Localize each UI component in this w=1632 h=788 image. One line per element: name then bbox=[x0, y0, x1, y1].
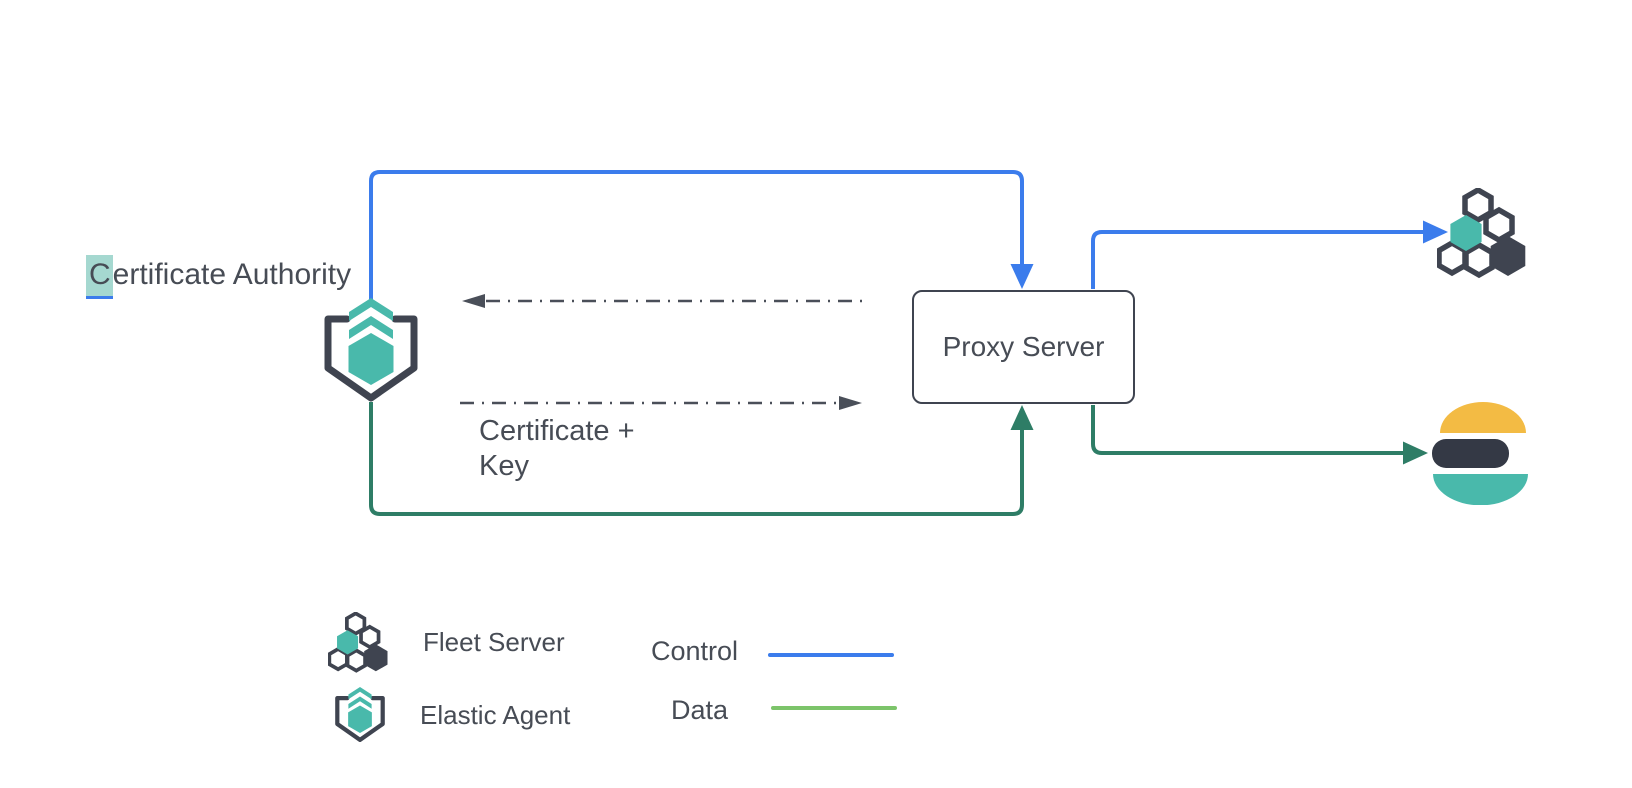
control-line-path bbox=[369, 170, 1024, 303]
arrowhead-up-icon bbox=[1010, 405, 1034, 430]
fleet-server-icon[interactable] bbox=[1437, 188, 1529, 280]
data-line-path bbox=[1091, 405, 1404, 455]
dashed-arrow-certificate-key-to-proxy[interactable] bbox=[460, 396, 862, 410]
fleet-hex-teal bbox=[1450, 215, 1482, 251]
agent-inner-hexagon bbox=[348, 333, 394, 385]
elasticsearch-top-dome bbox=[1440, 402, 1526, 433]
legend-control-line-swatch[interactable] bbox=[768, 653, 894, 657]
fleet-hex-dark bbox=[1490, 236, 1526, 276]
elasticsearch-logo[interactable] bbox=[1432, 402, 1528, 505]
fleet-hex-outline-bottom-center bbox=[345, 648, 367, 673]
arrowhead-right-icon bbox=[839, 396, 862, 410]
arrowhead-down-icon bbox=[1010, 264, 1034, 289]
legend-elastic-agent-icon[interactable] bbox=[332, 686, 388, 743]
certificate-key-line2: Key bbox=[479, 450, 529, 482]
control-line-agent-to-proxy[interactable] bbox=[369, 170, 1034, 303]
certificate-key-line1: Certificate + bbox=[479, 415, 635, 447]
legend-fleet-server-icon[interactable] bbox=[328, 612, 390, 674]
control-line-path bbox=[1091, 230, 1424, 289]
dashed-arrow-proxy-to-agent[interactable] bbox=[462, 294, 862, 308]
legend-elastic-agent-label: Elastic Agent bbox=[420, 700, 571, 730]
legend-data-label: Data bbox=[671, 695, 729, 725]
fleet-hex-dark bbox=[364, 644, 388, 672]
agent-inner-hexagon bbox=[348, 705, 372, 733]
arrowhead-right-icon bbox=[1403, 441, 1428, 465]
fleet-hex-outline-top bbox=[345, 612, 367, 636]
fleet-hex-outline-bottom-center bbox=[1463, 241, 1495, 279]
certificate-key-label[interactable]: Certificate + Key bbox=[479, 414, 635, 484]
control-line-proxy-to-fleet-server[interactable] bbox=[1091, 220, 1448, 290]
fleet-hex-outline-top bbox=[1462, 188, 1494, 224]
fleet-hex-outline-right bbox=[359, 624, 381, 650]
arrowhead-left-icon bbox=[462, 294, 485, 308]
fleet-hex-outline-right bbox=[1483, 206, 1515, 244]
agent-chevron-bottom bbox=[348, 696, 372, 709]
elasticsearch-middle-bar bbox=[1432, 439, 1509, 468]
elasticsearch-bottom-dome bbox=[1433, 474, 1528, 505]
elastic-agent-icon[interactable] bbox=[318, 296, 424, 404]
data-line-proxy-to-elasticsearch[interactable] bbox=[1091, 405, 1428, 465]
proxy-server-label: Proxy Server bbox=[942, 331, 1105, 362]
agent-hexagon-bracket bbox=[335, 696, 385, 742]
arrowhead-right-icon bbox=[1423, 220, 1448, 244]
legend-control-label: Control bbox=[651, 636, 739, 666]
agent-chevron-top bbox=[349, 298, 393, 321]
legend-data-line-swatch[interactable] bbox=[771, 706, 897, 710]
legend-fleet-server-label: Fleet Server bbox=[423, 627, 565, 657]
data-line-agent-to-proxy[interactable] bbox=[369, 402, 1034, 516]
fleet-hex-teal bbox=[337, 630, 359, 655]
agent-chevron-top bbox=[348, 687, 372, 700]
data-line-path bbox=[369, 402, 1024, 516]
agent-chevron-bottom bbox=[349, 316, 393, 339]
proxy-server-node[interactable]: Proxy Server bbox=[912, 290, 1135, 404]
agent-hexagon-bracket bbox=[324, 315, 418, 402]
certificate-authority-label[interactable]: Certificate Authority bbox=[89, 258, 352, 291]
